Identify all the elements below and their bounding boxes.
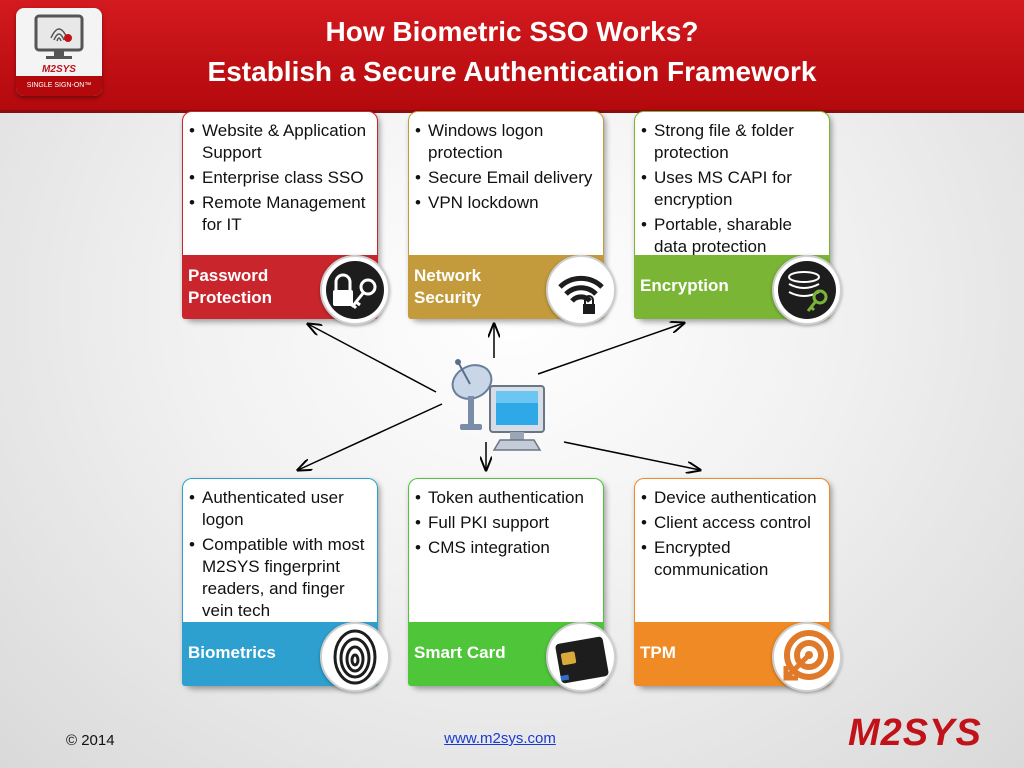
list-item: Encrypted communication [641,537,823,581]
list-item: Device authentication [641,487,823,509]
card-password-protection: Website & Application Support Enterprise… [182,111,390,325]
card-bullets: Device authentication Client access cont… [635,479,829,581]
list-item: Enterprise class SSO [189,167,371,189]
wifi-lock-icon [546,255,616,325]
card-bullets: Token authentication Full PKI support CM… [409,479,603,559]
card-bullets: Website & Application Support Enterprise… [183,112,377,236]
card-label: Smart Card [414,643,506,662]
arrow-to-password-protection [308,324,437,393]
smart-card-icon [546,622,616,692]
list-item: VPN lockdown [415,192,597,214]
card-band: Encryption [634,255,842,325]
list-item: CMS integration [415,537,597,559]
lock-key-icon [320,255,390,325]
card-band: Biometrics [182,622,390,692]
page-subtitle: Establish a Secure Authentication Framew… [207,56,817,87]
card-biometrics: Authenticated user logon Compatible with… [182,478,390,692]
list-item: Strong file & folder protection [641,120,823,164]
card-label: TPM [640,643,676,662]
logo-brand: M2SYS [42,64,76,75]
footer-website-link[interactable]: www.m2sys.com [444,730,556,747]
database-key-icon [772,255,842,325]
sso-logo: M2SYS SINGLE SIGN-ON™ [16,8,102,96]
list-item: Compatible with most M2SYS fingerprint r… [189,534,371,622]
page-title: How Biometric SSO Works? [325,16,699,47]
list-item: Client access control [641,512,823,534]
footer-brand-logo: M2SYS [848,712,982,754]
card-smart-card: Token authentication Full PKI support CM… [408,478,616,692]
card-label: Password Protection [188,266,273,307]
card-band: Smart Card [408,622,616,692]
logo-caption: SINGLE SIGN-ON™ [16,76,102,96]
card-bullets: Authenticated user logon Compatible with… [183,479,377,622]
target-arrow-icon [772,622,842,692]
list-item: Authenticated user logon [189,487,371,531]
card-band: Password Protection [182,255,390,325]
fingerprint-monitor-icon [34,14,84,59]
card-bullets: Strong file & folder protection Uses MS … [635,112,829,258]
arrow-to-tpm [563,441,700,470]
card-band: TPM [634,622,842,692]
arrow-to-biometrics [298,403,443,470]
card-label: Biometrics [188,643,276,662]
list-item: Website & Application Support [189,120,371,164]
satellite-computer-icon [451,359,545,451]
footer-copyright: © 2014 [66,732,115,749]
card-label: Network Security [414,266,482,307]
list-item: Token authentication [415,487,597,509]
card-network-security: Windows logon protection Secure Email de… [408,111,616,325]
card-label: Encryption [640,276,729,295]
list-item: Windows logon protection [415,120,597,164]
card-bullets: Windows logon protection Secure Email de… [409,112,603,214]
list-item: Remote Management for IT [189,192,371,236]
list-item: Full PKI support [415,512,597,534]
list-item: Secure Email delivery [415,167,597,189]
card-encryption: Strong file & folder protection Uses MS … [634,111,842,325]
list-item: Portable, sharable data protection [641,214,823,258]
header-banner: M2SYS SINGLE SIGN-ON™ How Biometric SSO … [0,0,1024,113]
fingerprint-icon [320,622,390,692]
list-item: Uses MS CAPI for encryption [641,167,823,211]
card-band: Network Security [408,255,616,325]
card-tpm: Device authentication Client access cont… [634,478,842,692]
arrow-to-encryption [537,323,684,375]
